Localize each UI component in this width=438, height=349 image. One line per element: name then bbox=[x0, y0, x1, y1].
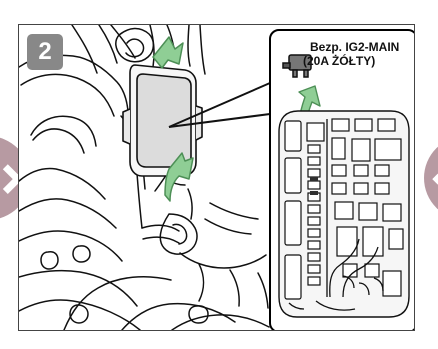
fuse-box-inset: Bezp. IG2-MAIN (20A ŻÓŁTY) bbox=[269, 29, 415, 331]
fuse-callout-label: Bezp. IG2-MAIN (20A ŻÓŁTY) bbox=[310, 40, 399, 68]
illustration-panel: 2 bbox=[18, 24, 415, 331]
fuse-callout-line1: Bezp. IG2-MAIN bbox=[310, 40, 399, 54]
chevron-right-icon[interactable] bbox=[424, 136, 438, 220]
fuse-box-diagram bbox=[271, 31, 415, 331]
fuse-callout-line2: (20A ŻÓŁTY) bbox=[303, 54, 399, 68]
step-number-badge: 2 bbox=[27, 34, 63, 70]
